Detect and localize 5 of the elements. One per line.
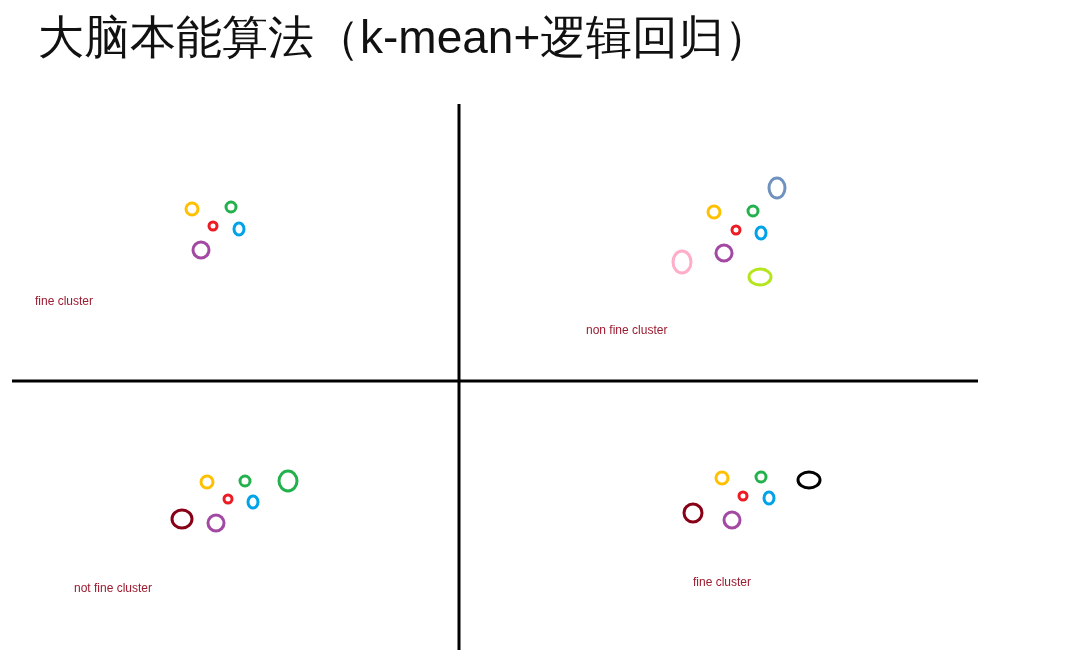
cluster-label: non fine cluster: [586, 323, 668, 338]
title: 大脑本能算法（k-mean+逻辑回归）: [38, 12, 771, 63]
cluster-label: fine cluster: [693, 575, 752, 590]
cluster-label: not fine cluster: [74, 581, 153, 596]
cluster-label: fine cluster: [35, 294, 94, 309]
